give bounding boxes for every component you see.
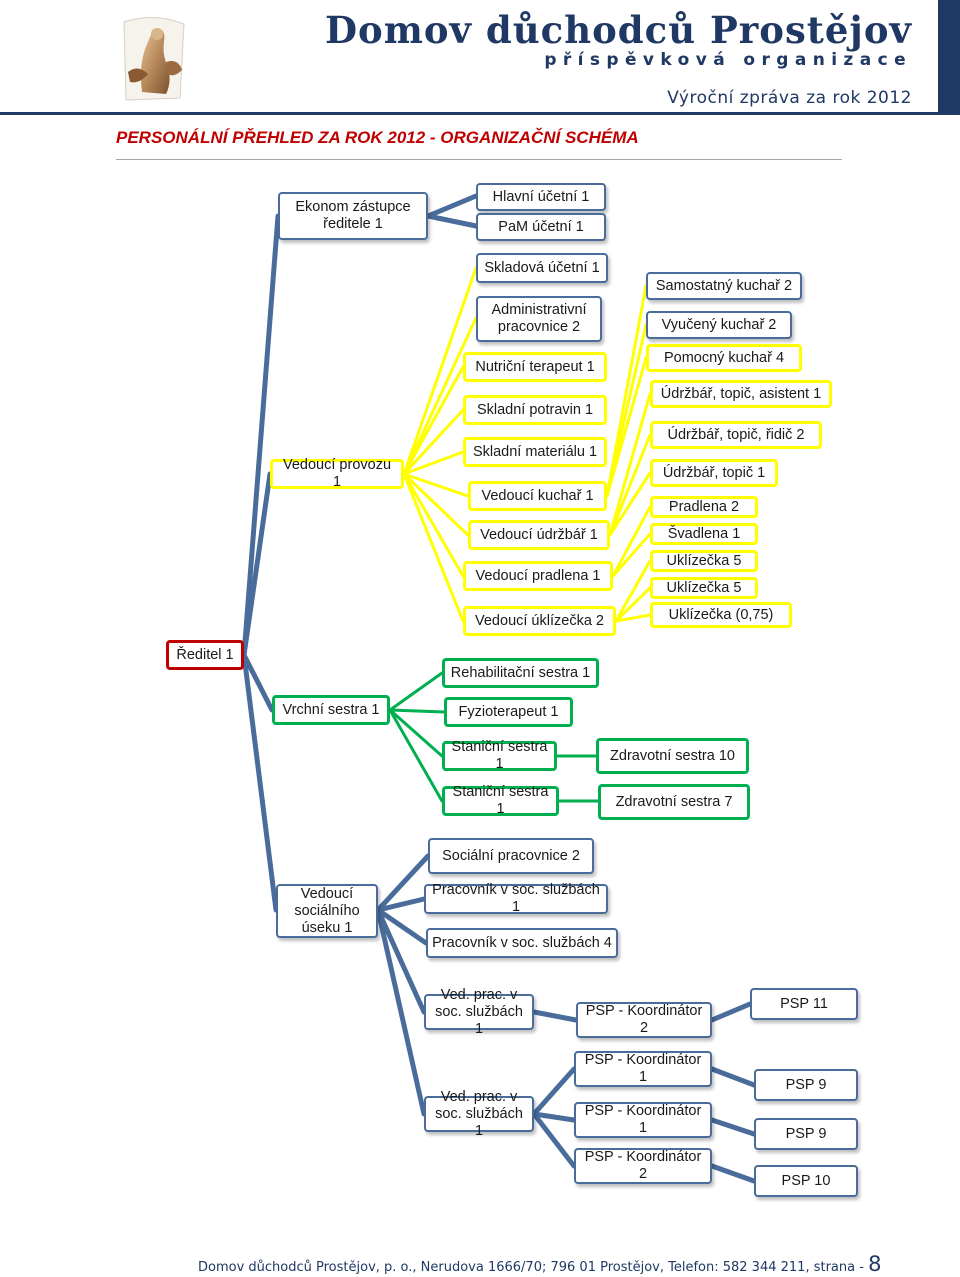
org-node-operations-substaff: Uklízečka (0,75) [650,602,792,628]
org-node-nursing-staff: Staniční sestra 1 [442,784,559,817]
page-number: 8 [868,1252,882,1276]
org-node-operations-substaff: Samostatný kuchař 2 [646,272,802,300]
org-node-operations-staff: Skladní materiálu 1 [463,437,607,467]
org-node-economy-staff: PaM účetní 1 [476,213,606,241]
org-node-operations-substaff: Švadlena 1 [650,523,758,545]
org-node-social-psp: PSP 11 [750,988,858,1020]
page-footer: Domov důchodců Prostějov, p. o., Nerudov… [198,1252,881,1276]
org-node-operations-staff: Vedoucí úklízečka 2 [463,606,616,636]
org-node-operations-staff: Vedoucí kuchař 1 [468,481,607,511]
org-node-operations-substaff: Údržbář, topič 1 [650,459,778,487]
org-node-social-coordinator: PSP - Koordinátor 2 [574,1148,712,1184]
report-title: Výroční zpráva za rok 2012 [667,88,912,108]
organization-name: Domov důchodců Prostějov [324,8,912,52]
organization-logo [123,17,185,101]
org-node-nursing-staff: Staniční sestra 1 [442,739,557,772]
org-node-nursing-staff: Rehabilitační sestra 1 [442,658,599,688]
header-stripe [938,0,960,114]
org-node-operations-staff: Vedoucí pradlena 1 [463,561,613,591]
org-node-economy-staff: Hlavní účetní 1 [476,183,606,211]
org-node-operations-substaff: Údržbář, topič, asistent 1 [650,380,832,408]
org-node-social-psp: PSP 10 [754,1165,858,1197]
org-node-operations-staff: Nutriční terapeut 1 [463,352,607,382]
org-node-operations-substaff: Pradlena 2 [650,496,758,518]
org-node-social-staff: Pracovník v soc. službách 1 [424,882,608,915]
footer-address: Domov důchodců Prostějov, p. o., Nerudov… [198,1260,864,1275]
org-node-operations-staff: Skladová účetní 1 [476,253,608,283]
org-node-social-coordinator: PSP - Koordinátor 2 [576,1002,712,1038]
org-node-social-psp: PSP 9 [754,1118,858,1150]
org-node-operations-substaff: Uklízečka 5 [650,550,758,572]
org-node-nursing-head: Vrchní sestra 1 [272,695,390,725]
org-node-social-coordinator: PSP - Koordinátor 1 [574,1051,712,1087]
org-node-operations-staff: Skladní potravin 1 [463,395,607,425]
org-node-nursing-staff: Fyzioterapeut 1 [444,697,573,727]
org-node-operations-staff: Vedoucí údržbář 1 [468,520,610,550]
page-header [0,0,960,115]
org-node-social-coordinator: PSP - Koordinátor 1 [574,1102,712,1138]
organization-subtitle: příspěvková organizace [544,50,912,70]
org-node-operations-substaff: Uklízečka 5 [650,577,758,599]
org-node-operations-staff: Administrativní pracovnice 2 [476,296,602,342]
org-node-social-head: Vedoucí sociálního úseku 1 [276,884,378,938]
header-rule [0,112,960,115]
org-node-operations-head: Vedoucí provozu 1 [270,457,404,490]
org-node-economy-head: Ekonom zástupce ředitele 1 [278,192,428,240]
org-node-nursing-substaff: Zdravotní sestra 7 [598,784,750,820]
org-node-operations-substaff: Vyučený kuchař 2 [646,311,792,339]
org-node-director: Ředitel 1 [166,640,244,670]
org-node-social-psp: PSP 9 [754,1069,858,1101]
section-divider [116,159,842,160]
org-node-social-staff: Ved. prac. v soc. službách 1 [424,1089,534,1139]
org-node-social-staff: Sociální pracovnice 2 [428,838,594,874]
section-title: PERSONÁLNÍ PŘEHLED ZA ROK 2012 - ORGANIZ… [116,128,639,147]
org-node-social-staff: Ved. prac. v soc. službách 1 [424,987,534,1037]
org-node-social-staff: Pracovník v soc. službách 4 [426,928,618,958]
org-node-operations-substaff: Pomocný kuchař 4 [646,344,802,372]
org-node-nursing-substaff: Zdravotní sestra 10 [596,738,749,774]
org-node-operations-substaff: Údržbář, topič, řidič 2 [650,421,822,449]
